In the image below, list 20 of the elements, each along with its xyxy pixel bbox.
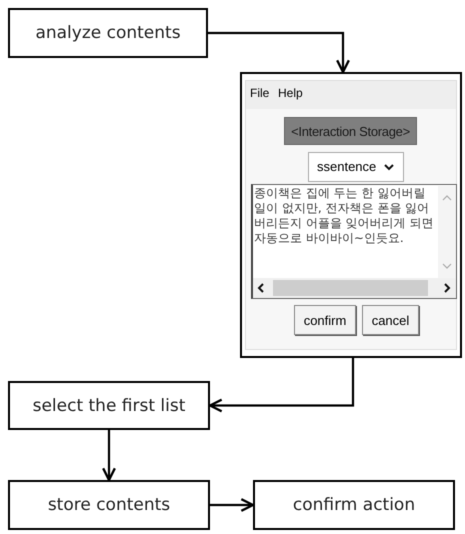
menu-item: File <box>250 86 270 100</box>
textarea-text: 종이책은 집에 두는 한 잃어버릴 일이 없지만, 전자책은 폰을 잃어버리든지 어플을 잊어버리게 되면 자동으로 바이바이~인듯요. <box>254 186 434 246</box>
arrow <box>208 32 350 74</box>
cancel-button: cancel <box>362 305 419 335</box>
process-box <box>8 8 208 58</box>
arrow <box>210 498 254 512</box>
process-box <box>8 480 210 530</box>
menu-item: Help <box>278 86 303 100</box>
process-box <box>253 480 455 530</box>
process-box <box>8 381 210 430</box>
dialog-window <box>240 72 462 358</box>
confirm-button: confirm <box>294 305 356 335</box>
box-label: analyze contents <box>35 23 181 43</box>
arrow <box>102 430 116 482</box>
arrow <box>208 358 354 412</box>
box-label: confirm action <box>292 495 416 515</box>
title-bar: <Interaction Storage> <box>284 117 417 145</box>
box-label: store contents <box>48 495 170 515</box>
dropdown: ssentence <box>308 152 404 182</box>
box-label: select the first list <box>32 396 186 416</box>
